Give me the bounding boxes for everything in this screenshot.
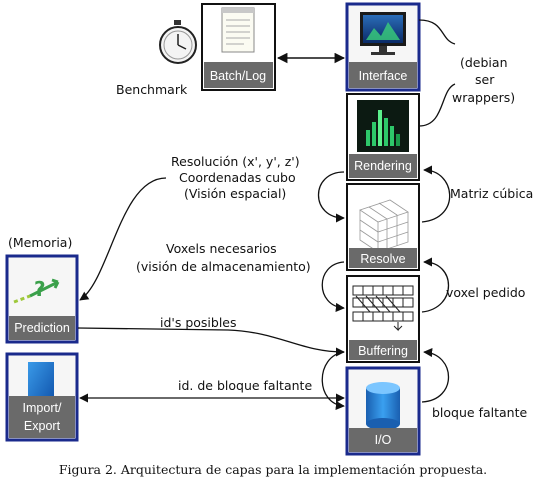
interface-box: Interface bbox=[345, 2, 421, 92]
wrappers-label-1: (debian bbox=[460, 55, 508, 70]
rendering-label: Rendering bbox=[354, 159, 412, 173]
io-label: I/O bbox=[375, 433, 392, 447]
wireframe-cube-icon bbox=[359, 199, 409, 253]
database-cylinder-icon bbox=[366, 382, 400, 430]
resolucion-label-2: Coordenadas cubo bbox=[179, 170, 296, 185]
svg-text:?: ? bbox=[34, 277, 46, 301]
interface-label: Interface bbox=[359, 69, 408, 83]
notepad-icon bbox=[221, 7, 255, 53]
stopwatch-icon bbox=[159, 20, 197, 64]
ids-posibles-label: id's posibles bbox=[160, 315, 237, 330]
io-box: I/O bbox=[345, 366, 421, 456]
wrappers-bracket bbox=[418, 19, 456, 127]
batch-log-label: Batch/Log bbox=[210, 69, 266, 83]
resolve-box: Resolve bbox=[346, 183, 420, 271]
wrappers-label-3: wrappers) bbox=[452, 90, 515, 105]
resolucion-label-3: (Visión espacial) bbox=[184, 186, 286, 201]
resolucion-arrow bbox=[318, 171, 345, 223]
import-export-label-1: Import/ bbox=[23, 401, 62, 415]
import-export-label-2: Export bbox=[24, 419, 61, 433]
memoria-label: (Memoria) bbox=[8, 235, 72, 250]
3d-bar-chart-icon bbox=[357, 100, 409, 152]
voxel-pedido-label: voxel pedido bbox=[446, 285, 525, 300]
batch-log-box: Batch/Log bbox=[201, 3, 276, 91]
architecture-diagram: Batch/Log Benchmark Interface bbox=[5, 2, 533, 456]
figure-caption: Figura 2. Arquitectura de capas para la … bbox=[58, 462, 488, 477]
buffering-box: Buffering bbox=[346, 275, 420, 363]
prediction-in-arrow bbox=[79, 177, 167, 301]
voxels-label-1: Voxels necesarios bbox=[166, 241, 277, 256]
prediction-label: Prediction bbox=[14, 321, 70, 335]
buffer-grid-icon bbox=[352, 285, 414, 332]
bloque-faltante-label: bloque faltante bbox=[432, 405, 527, 420]
id-bloque-label: id. de bloque faltante bbox=[178, 378, 312, 393]
voxel-pedido-arrow bbox=[421, 257, 449, 313]
voxels-label-2: (visión de almacenamiento) bbox=[136, 259, 311, 274]
benchmark-label: Benchmark bbox=[116, 82, 188, 97]
rendering-box: Rendering bbox=[346, 93, 420, 181]
import-export-box: Import/ Export bbox=[5, 352, 79, 442]
resolucion-label-1: Resolución (x', y', z') bbox=[171, 154, 300, 169]
prediction-buffering-arrow bbox=[77, 327, 345, 357]
monitor-icon bbox=[360, 12, 406, 55]
resolve-label: Resolve bbox=[360, 252, 405, 266]
bloque-faltante-arrow bbox=[421, 347, 449, 403]
matriz-label: Matriz cúbica bbox=[450, 186, 533, 201]
voxels-arrow bbox=[321, 261, 345, 312]
buffering-label: Buffering bbox=[358, 344, 408, 358]
matriz-arrow bbox=[421, 165, 451, 223]
prediction-box: ? Prediction bbox=[5, 254, 79, 344]
wrappers-label-2: ser bbox=[475, 72, 495, 87]
arrow-question-icon: ? bbox=[13, 277, 60, 304]
